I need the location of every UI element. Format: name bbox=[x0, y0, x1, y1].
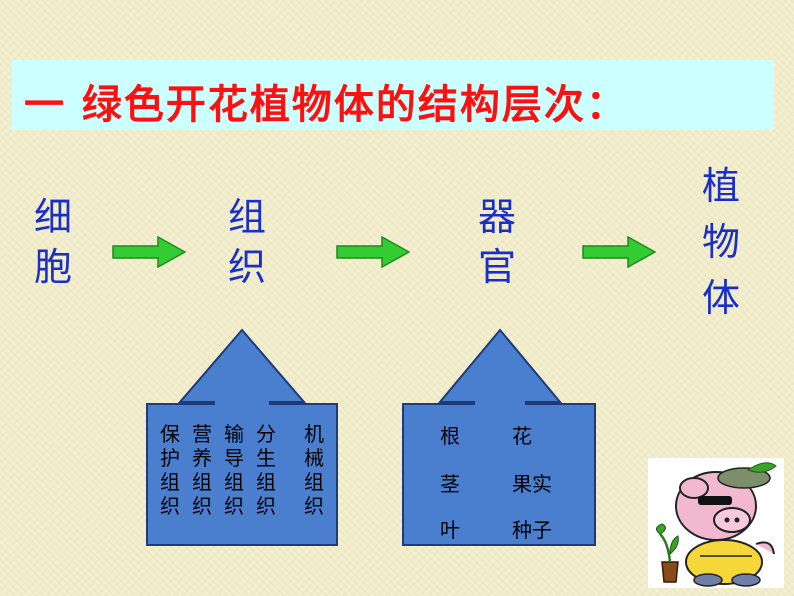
level-plant-char: 物 bbox=[701, 220, 740, 264]
organ-fruit: 果实 bbox=[512, 472, 552, 496]
title-bar bbox=[12, 60, 774, 130]
tissue-block-arrow bbox=[146, 328, 338, 546]
organ-block-arrow bbox=[402, 328, 596, 546]
level-tissue-char: 组 bbox=[227, 195, 266, 239]
cartoon-illustration bbox=[648, 458, 784, 588]
level-organ-char: 器 bbox=[477, 195, 516, 239]
tissue-mechanical: 机械组织 bbox=[304, 422, 324, 518]
arrow-right-icon bbox=[336, 236, 410, 268]
level-plant-char: 植 bbox=[701, 164, 740, 208]
organ-leaf: 叶 bbox=[440, 518, 460, 542]
tissue-protective: 保护组织 bbox=[160, 422, 180, 518]
page-title: 一 绿色开花植物体的结构层次： bbox=[24, 82, 628, 128]
arrow-right-icon bbox=[112, 236, 186, 268]
level-plant-char: 体 bbox=[701, 276, 740, 320]
level-plant: 植 物 体 bbox=[696, 158, 746, 326]
tissue-meristematic: 分生组织 bbox=[256, 422, 276, 518]
level-cell-char: 细 bbox=[33, 195, 72, 239]
organ-root: 根 bbox=[440, 424, 460, 448]
organ-flower: 花 bbox=[512, 424, 532, 448]
tissue-conducting: 输导组织 bbox=[224, 422, 244, 518]
organ-stem: 茎 bbox=[440, 472, 460, 496]
level-tissue-char: 织 bbox=[227, 245, 266, 289]
level-cell-char: 胞 bbox=[33, 245, 72, 289]
tissue-nutritive: 营养组织 bbox=[192, 422, 212, 518]
level-cell: 细 胞 bbox=[28, 192, 78, 292]
organ-seed: 种子 bbox=[512, 518, 552, 542]
level-organ-char: 官 bbox=[477, 245, 516, 289]
level-organ: 器 官 bbox=[472, 192, 522, 292]
arrow-right-icon bbox=[582, 236, 656, 268]
level-tissue: 组 织 bbox=[222, 192, 272, 292]
cartoon-pig-icon bbox=[656, 462, 777, 587]
